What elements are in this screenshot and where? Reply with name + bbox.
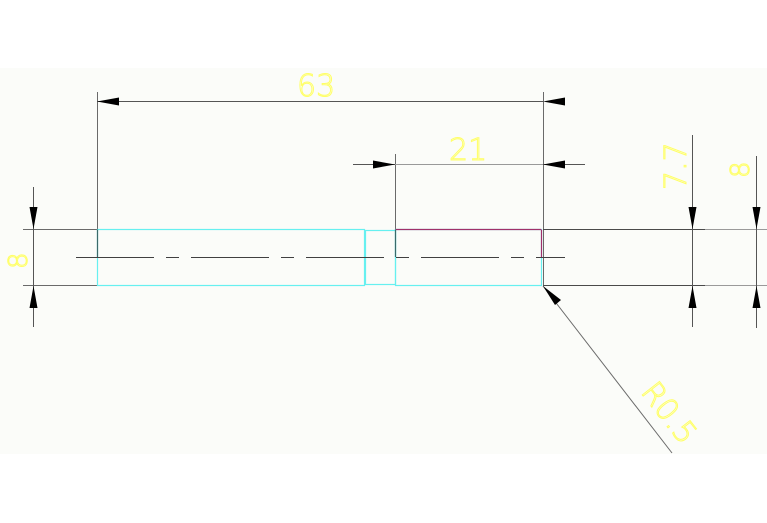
dimension-left-diameter[interactable]: 8 <box>4 187 38 327</box>
dimension-text-8-right: 8 <box>726 161 756 178</box>
dimension-text-7-7: 7.7 <box>659 142 694 190</box>
dimension-text-r0-5: R0.5 <box>634 375 704 451</box>
dimension-text-8-left: 8 <box>4 252 34 269</box>
drawing-sheet <box>0 68 767 454</box>
extension-lines <box>23 92 767 286</box>
dimension-text-21: 21 <box>449 133 487 168</box>
dimension-overall-length[interactable]: 63 <box>97 69 565 106</box>
dimension-section-length[interactable]: 21 <box>353 133 585 169</box>
dimension-text-63: 63 <box>297 69 335 104</box>
dimension-fillet-radius[interactable]: R0.5 <box>542 285 704 454</box>
dimension-right-diameter-outer[interactable]: 8 <box>726 156 761 328</box>
dimension-right-diameter-inner[interactable]: 7.7 <box>659 135 697 327</box>
